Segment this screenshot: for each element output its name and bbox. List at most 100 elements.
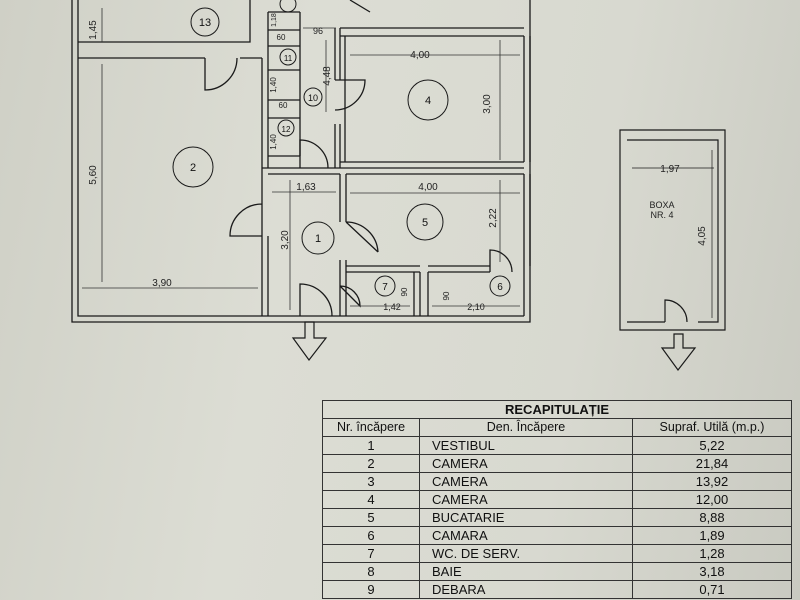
row-nr: 2: [322, 454, 420, 473]
room-10-circle: [303, 87, 323, 107]
dim-60-a: 60: [277, 33, 286, 42]
dim-3-20: 3,20: [280, 230, 291, 250]
room-top-circle: [279, 0, 297, 13]
door-room6: [489, 249, 513, 273]
wall-room13: [78, 0, 251, 43]
room-1-number: 1: [315, 233, 321, 245]
dim-4-48: 4,48: [322, 66, 333, 86]
door-room2: [204, 57, 238, 91]
room-6-number: 6: [497, 282, 503, 293]
room-2-circle: [172, 146, 214, 188]
room-2-number: 2: [190, 162, 196, 174]
wall-small-rooms: [268, 29, 300, 157]
table-row: 4 CAMERA 12,00: [322, 490, 792, 509]
row-sup: 3,18: [632, 562, 792, 581]
dim-2-10: 2,10: [467, 302, 485, 312]
door-room7: [339, 285, 361, 308]
wall-room4-right: [523, 36, 531, 162]
row-nr: 4: [322, 490, 420, 509]
room-13-number: 13: [199, 17, 211, 29]
room-13-circle: [190, 7, 220, 37]
room-10-number: 10: [308, 93, 318, 103]
row-sup: 12,00: [632, 490, 792, 509]
row-nr: 8: [322, 562, 420, 581]
wall-room5-bottom-right: [428, 265, 490, 273]
room-4-number: 4: [425, 95, 431, 107]
door-entrance: [299, 283, 333, 317]
dim-1-45: 1,45: [88, 20, 99, 40]
header-den: Den. Încăpere: [419, 418, 633, 437]
row-sup: 5,22: [632, 436, 792, 455]
wall-room7-right: [413, 272, 421, 316]
row-sup: 13,92: [632, 472, 792, 491]
table-row: 8 BAIE 3,18: [322, 562, 792, 581]
table-row: 5 BUCATARIE 8,88: [322, 508, 792, 527]
recap-table: RECAPITULAȚIE Nr. încăpere Den. Încăpere…: [322, 400, 792, 599]
room-7-circle: [374, 275, 396, 297]
row-den: DEBARA: [419, 580, 633, 599]
table-row: 7 WC. DE SERV. 1,28: [322, 544, 792, 563]
room-11-circle: [279, 48, 297, 66]
row-sup: 21,84: [632, 454, 792, 473]
dim-90-b: 90: [442, 291, 451, 300]
row-nr: 7: [322, 544, 420, 563]
header-nr: Nr. încăpere: [322, 418, 420, 437]
room-6-circle: [489, 275, 511, 297]
outer-wall: [71, 0, 531, 323]
row-sup: 0,71: [632, 580, 792, 599]
door-room1-left: [229, 168, 263, 237]
room-1-circle: [301, 221, 335, 255]
boxa-door: [664, 299, 688, 323]
row-nr: 9: [322, 580, 420, 599]
door-top: [349, 0, 371, 13]
row-den: CAMERA: [419, 454, 633, 473]
wall-room4-top: [340, 27, 524, 37]
dim-4-00-a: 4,00: [410, 50, 430, 61]
boxa-width: 1,97: [660, 164, 680, 175]
row-sup: 8,88: [632, 508, 792, 527]
row-den: WC. DE SERV.: [419, 544, 633, 563]
room-4-circle: [407, 79, 449, 121]
row-den: BUCATARIE: [419, 508, 633, 527]
room-11-number: 11: [284, 54, 293, 63]
row-den: BAIE: [419, 562, 633, 581]
dim-5-60: 5,60: [88, 165, 99, 185]
dim-1-63: 1,63: [296, 182, 316, 193]
dim-1-42: 1,42: [383, 302, 401, 312]
room-12-circle: [277, 119, 295, 137]
row-nr: 6: [322, 526, 420, 545]
table-row: 1 VESTIBUL 5,22: [322, 436, 792, 455]
entrance-arrow-icon: [291, 321, 328, 362]
boxa-title: BOXA: [649, 200, 674, 210]
wall-room4-bottom: [340, 161, 524, 169]
boxa-inner-wall: [627, 139, 719, 323]
row-nr: 5: [322, 508, 420, 527]
wall-room1-top: [262, 167, 340, 175]
wall-room1-right: [339, 174, 347, 222]
dim-2-22: 2,22: [488, 208, 499, 228]
row-nr: 1: [322, 436, 420, 455]
boxa-subtitle: NR. 4: [650, 210, 673, 220]
dim-1-40-b: 1,40: [269, 134, 278, 150]
room-7-number: 7: [382, 282, 388, 293]
table-row: 6 CAMARA 1,89: [322, 526, 792, 545]
table-row: 2 CAMERA 21,84: [322, 454, 792, 473]
row-sup: 1,89: [632, 526, 792, 545]
dim-4-00-b: 4,00: [418, 182, 438, 193]
boxa-length: 4,05: [697, 226, 708, 246]
row-nr: 3: [322, 472, 420, 491]
row-den: CAMERA: [419, 472, 633, 491]
boxa-entrance-arrow-icon: [660, 333, 697, 372]
dim-90-a: 90: [400, 287, 409, 296]
dim-3-00: 3,00: [482, 94, 493, 114]
wall-room5-bottom-left: [346, 265, 420, 273]
dim-1-40-a: 1,40: [269, 77, 278, 93]
row-den: CAMARA: [419, 526, 633, 545]
row-den: VESTIBUL: [419, 436, 633, 455]
header-sup: Supraf. Utilă (m.p.): [632, 418, 792, 437]
wall-room5-right: [523, 174, 531, 266]
boxa-outer-wall: [619, 129, 726, 331]
row-den: CAMERA: [419, 490, 633, 509]
outer-wall-inner: [77, 0, 524, 317]
door-room5: [345, 221, 379, 253]
